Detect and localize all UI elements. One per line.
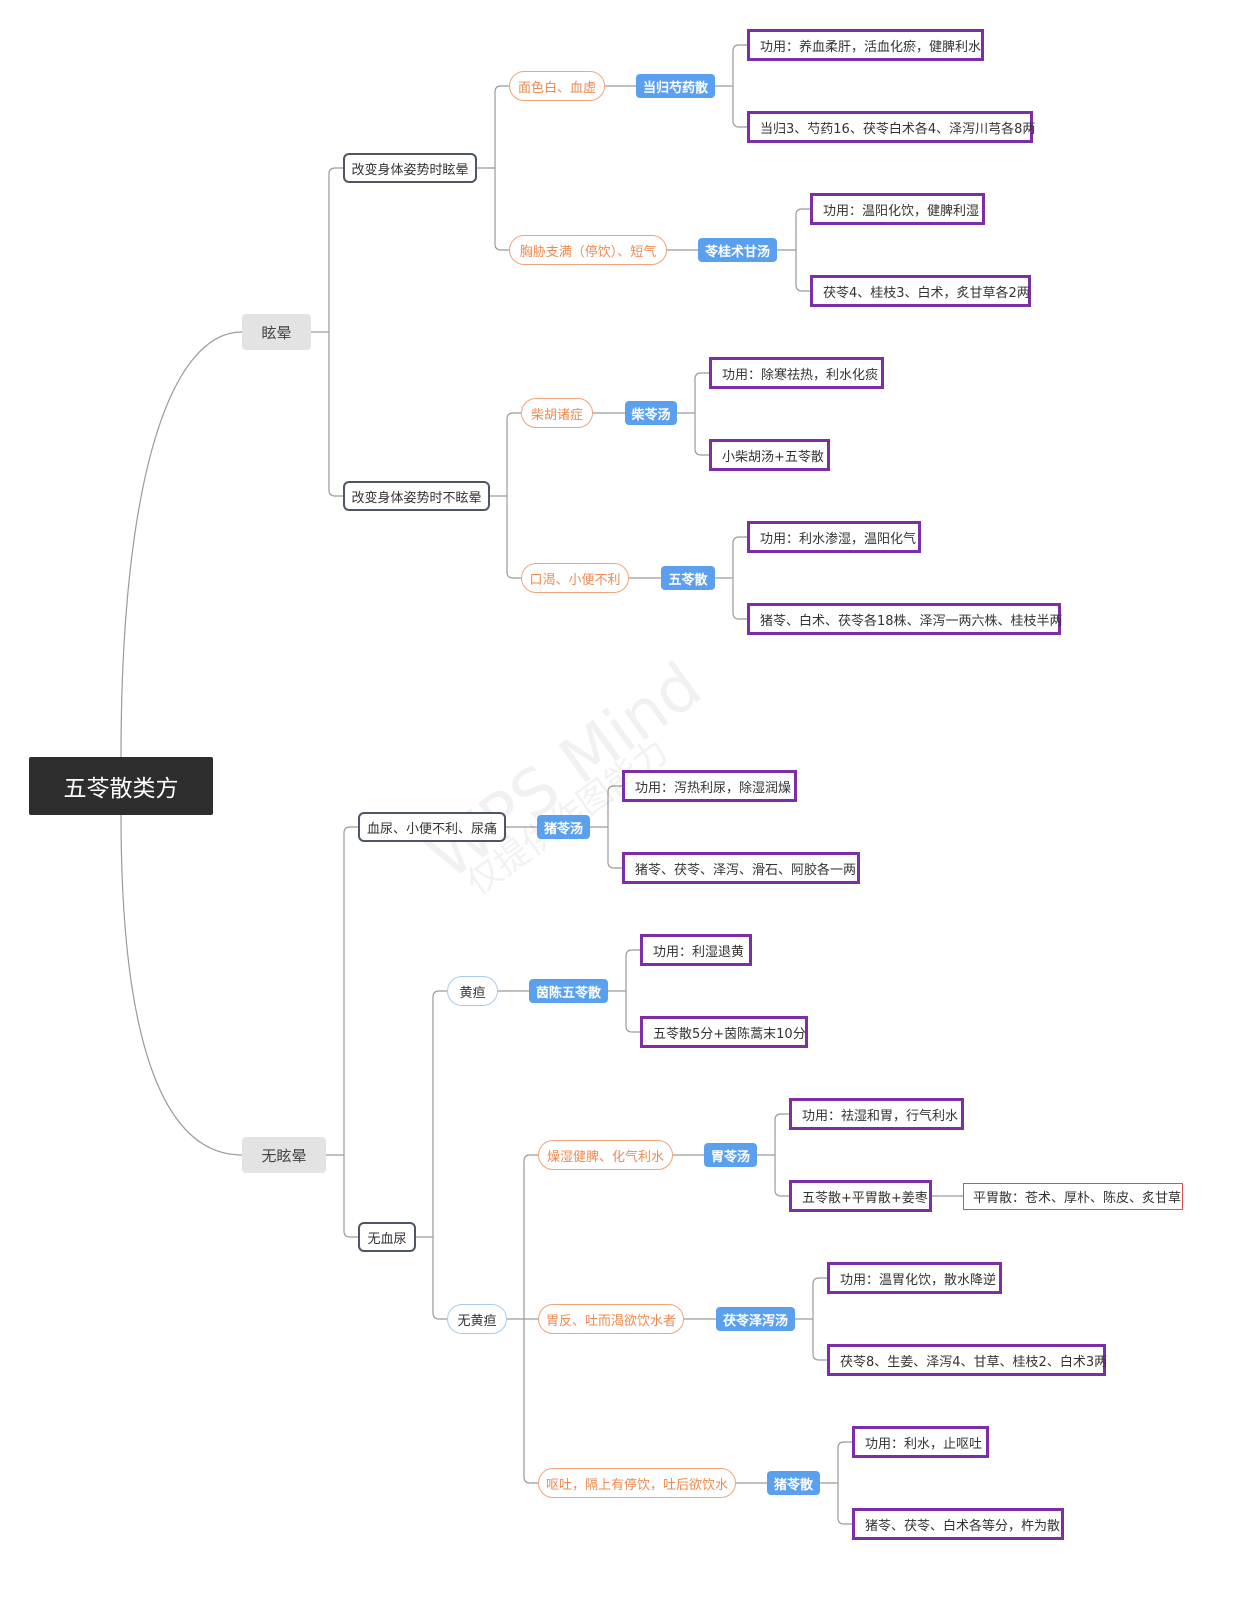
- connector-line: [694, 413, 709, 456]
- posture-not-dizzy-node[interactable]: 改变身体姿势时不眩晕: [343, 481, 490, 511]
- effect-node[interactable]: 功用：泻热利尿，除湿润燥: [622, 770, 797, 802]
- composition-node[interactable]: 猪苓、白术、茯苓各18株、泽泻一两六株、桂枝半两: [747, 603, 1063, 635]
- connector-line: [625, 949, 640, 991]
- connector-line: [432, 1237, 447, 1320]
- root-node[interactable]: 五苓散类方: [29, 757, 213, 815]
- formula-node[interactable]: 五苓散: [661, 566, 715, 590]
- effect-node[interactable]: 功用：温阳化饮，健脾利湿: [810, 193, 985, 225]
- formula-node[interactable]: 胃苓汤: [704, 1143, 757, 1167]
- effect-node[interactable]: 功用：利水，止呕吐: [852, 1426, 989, 1458]
- formula-node[interactable]: 当归芍药散: [636, 74, 715, 98]
- composition-node[interactable]: 当归3、芍药16、茯苓白术各4、泽泻川芎各8两: [747, 111, 1035, 143]
- formula-node[interactable]: 茯苓泽泻汤: [716, 1307, 795, 1331]
- connector-line: [343, 1155, 358, 1238]
- connector-line: [694, 372, 709, 413]
- connector-line: [328, 332, 343, 497]
- connector-line: [812, 1277, 827, 1319]
- symptom-node[interactable]: 燥湿健脾、化气利水: [538, 1140, 673, 1170]
- connector-line: [625, 991, 640, 1033]
- connector-line: [732, 536, 747, 578]
- connector-line: [120, 331, 243, 758]
- connector-line: [837, 1483, 852, 1525]
- effect-node[interactable]: 功用：温胃化饮，散水降逆: [827, 1262, 1002, 1294]
- connector-line: [120, 814, 243, 1156]
- posture-dizzy-node[interactable]: 改变身体姿势时眩晕: [343, 153, 477, 183]
- connector-line: [607, 827, 622, 869]
- connector-line: [837, 1441, 852, 1483]
- no-jaundice-node[interactable]: 无黄疸: [447, 1304, 507, 1334]
- note-node[interactable]: 平胃散：苍术、厚朴、陈皮、炙甘草: [963, 1183, 1183, 1210]
- connector-line: [732, 44, 747, 86]
- hematuria-node[interactable]: 血尿、小便不利、尿痛: [358, 812, 506, 842]
- connector-line: [607, 785, 622, 827]
- connector-line: [506, 412, 521, 496]
- effect-node[interactable]: 功用：利水渗湿，温阳化气: [747, 521, 921, 553]
- connector-line: [343, 826, 358, 1155]
- formula-node[interactable]: 猪苓汤: [537, 815, 590, 839]
- symptom-node[interactable]: 面色白、血虚: [509, 71, 605, 101]
- jaundice-node[interactable]: 黄疸: [447, 976, 498, 1006]
- composition-node[interactable]: 茯苓8、生姜、泽泻4、甘草、桂枝2、白术3两: [827, 1344, 1107, 1376]
- formula-node[interactable]: 柴苓汤: [625, 401, 677, 425]
- connector-line: [432, 990, 447, 1237]
- connector-line: [732, 86, 747, 128]
- composition-node[interactable]: 五苓散5分+茵陈蒿末10分: [640, 1016, 808, 1048]
- connector-line: [795, 250, 810, 292]
- connector-line: [523, 1154, 538, 1319]
- connector-line: [494, 168, 509, 251]
- symptom-node[interactable]: 口渴、小便不利: [521, 563, 629, 593]
- connector-line: [523, 1319, 538, 1484]
- formula-node[interactable]: 茵陈五苓散: [529, 979, 608, 1003]
- connector-line: [812, 1319, 827, 1361]
- connector-line: [494, 85, 509, 168]
- composition-node[interactable]: 茯苓4、桂枝3、白术，炙甘草各2两: [810, 275, 1031, 307]
- connector-line: [774, 1155, 789, 1197]
- effect-node[interactable]: 功用：利湿退黄: [640, 934, 752, 966]
- effect-node[interactable]: 功用：除寒祛热，利水化痰: [709, 357, 884, 389]
- formula-node[interactable]: 猪苓散: [767, 1471, 820, 1495]
- effect-node[interactable]: 功用：祛湿和胃，行气利水: [789, 1098, 964, 1130]
- no-hematuria-node[interactable]: 无血尿: [358, 1222, 416, 1252]
- connector-line: [732, 578, 747, 620]
- symptom-node[interactable]: 柴胡诸症: [521, 398, 593, 428]
- connector-line: [328, 167, 343, 332]
- symptom-node[interactable]: 胸胁支满（停饮）、短气: [509, 235, 667, 265]
- composition-node[interactable]: 五苓散+平胃散+姜枣: [789, 1180, 932, 1212]
- formula-node[interactable]: 苓桂术甘汤: [698, 238, 777, 262]
- connector-line: [506, 496, 521, 579]
- symptom-node[interactable]: 胃反、吐而渴欲饮水者: [538, 1304, 684, 1334]
- branch-no-dizziness[interactable]: 无眩晕: [242, 1137, 326, 1173]
- composition-node[interactable]: 猪苓、茯苓、泽泻、滑石、阿胶各一两: [622, 852, 860, 884]
- composition-node[interactable]: 猪苓、茯苓、白术各等分，杵为散: [852, 1508, 1064, 1540]
- composition-node[interactable]: 小柴胡汤+五苓散: [709, 439, 830, 471]
- connector-line: [774, 1113, 789, 1155]
- branch-dizziness[interactable]: 眩晕: [242, 314, 311, 350]
- symptom-node[interactable]: 呕吐，隔上有停饮，吐后欲饮水: [538, 1468, 736, 1498]
- effect-node[interactable]: 功用：养血柔肝，活血化瘀，健脾利水: [747, 29, 984, 61]
- connector-line: [795, 208, 810, 250]
